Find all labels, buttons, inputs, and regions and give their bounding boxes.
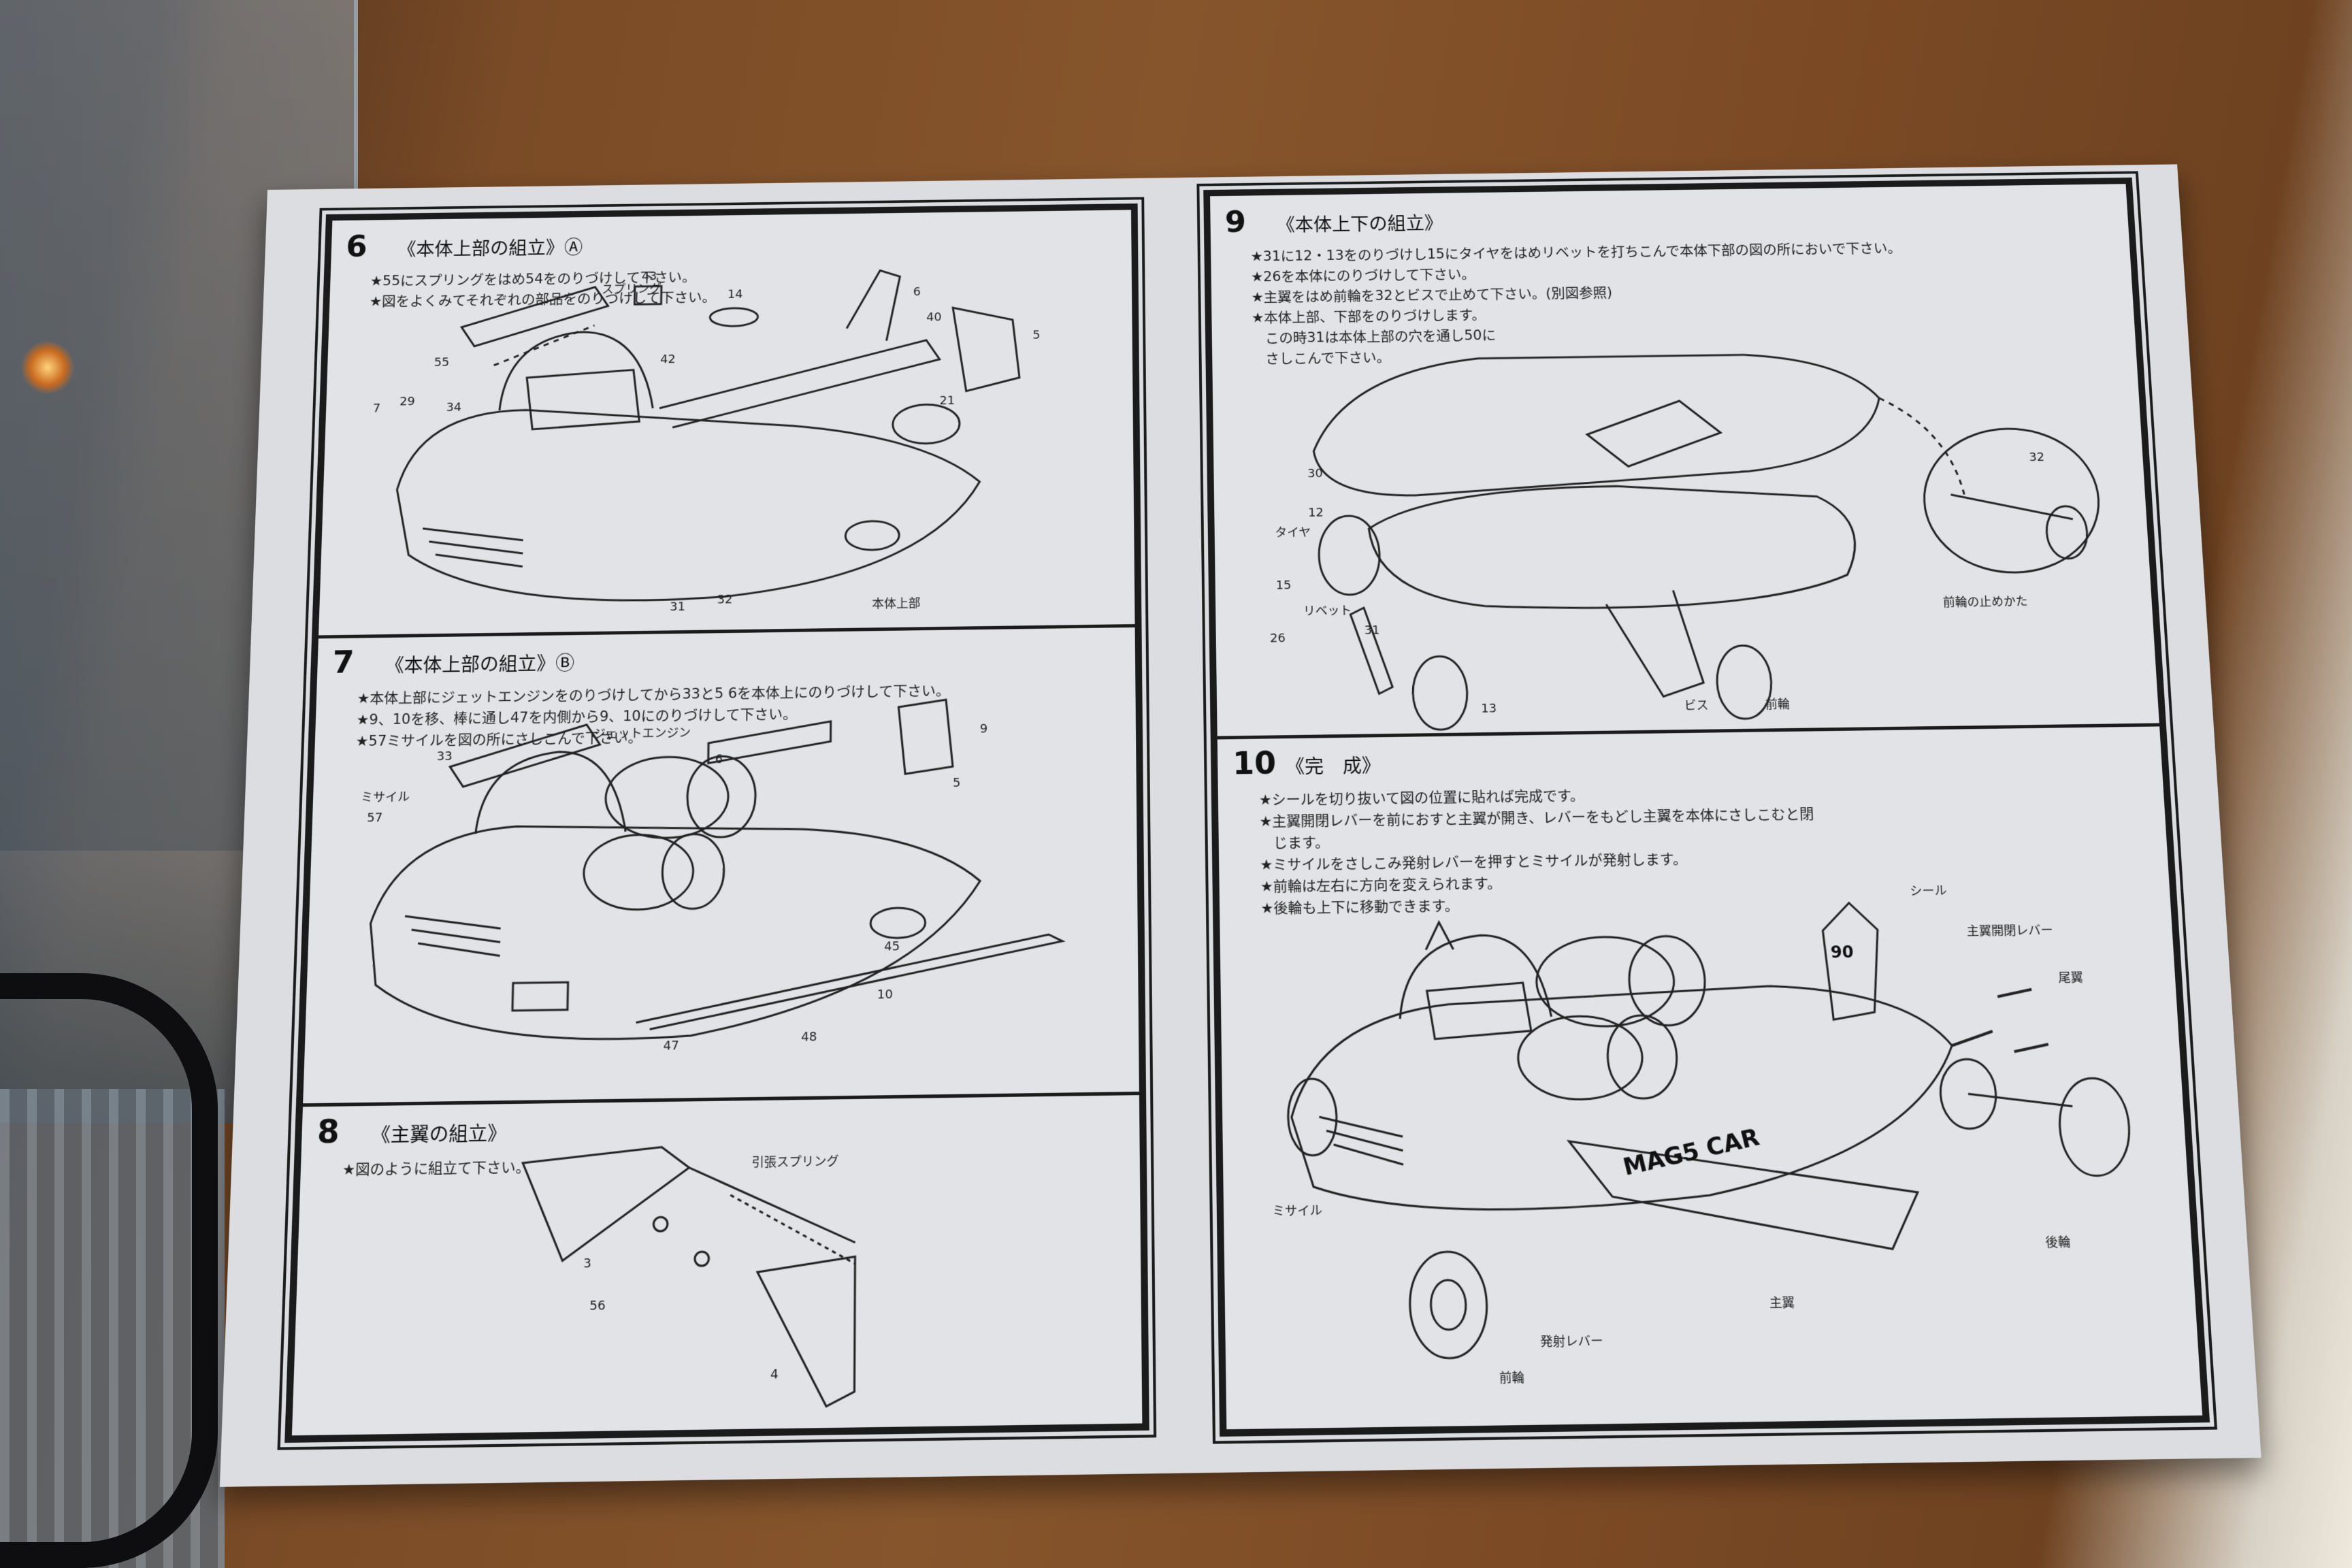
label-7: 7: [372, 402, 380, 416]
label-48: 48: [801, 1030, 817, 1045]
label-31: 31: [1364, 624, 1379, 638]
label-47: 47: [663, 1039, 679, 1054]
label-tire: タイヤ: [1275, 526, 1311, 540]
label-screw: ビス: [1684, 699, 1709, 713]
label-43: 43: [642, 270, 657, 283]
label-29: 29: [399, 395, 415, 409]
label-21: 21: [940, 394, 955, 408]
step-6-diagram: スプリング 本体上部 55 34 29 7 43 14 42 6 40 21 5…: [372, 210, 1041, 614]
label-9: 9: [980, 722, 987, 736]
label-rear-wheel: 後輪: [2045, 1236, 2071, 1251]
label-rivet: リベット: [1303, 604, 1352, 619]
label-4: 4: [770, 1367, 779, 1382]
instruction-sheet: 6 《本体上部の組立》Ⓐ ★55にスプリングをはめ54をのりづけして下さい。 ★…: [219, 164, 2261, 1487]
label-6: 6: [913, 286, 921, 299]
step-9-diagram: タイヤ リベット ビス 前輪 前輪の止めかた 30 12 15 26 31 13…: [1270, 184, 2159, 736]
step-8-diagram: 引張スプリング 3 56 4: [292, 1092, 1142, 1435]
label-body-top: 本体上部: [872, 597, 920, 611]
label-31: 31: [670, 600, 685, 614]
black-ring-object: [0, 973, 218, 1568]
label-spring: スプリング: [602, 282, 662, 296]
right-page: 9 《本体上下の組立》 ★31に12・13をのりづけし15にタイヤをはめリベット…: [1196, 170, 2217, 1443]
label-42: 42: [660, 353, 676, 367]
label-missile: ミサイル: [1272, 1204, 1322, 1219]
label-45: 45: [884, 940, 900, 954]
decal-text: MAG5 CAR: [1620, 1123, 1762, 1181]
label-33: 33: [436, 750, 452, 764]
label-10: 10: [877, 988, 893, 1002]
step-7-diagram: ジェットエンジン ミサイル 33 57 9 6 5 45 10 48 47: [361, 624, 1139, 1054]
label-32: 32: [717, 593, 733, 606]
step-10-diagram: MAG5 CAR 90 シール 主翼開閉レバー 尾翼 ミサイル 発射レバー 主翼…: [1272, 884, 2202, 1386]
label-14: 14: [728, 288, 743, 301]
label-seal-top: シール: [1910, 884, 1947, 898]
step-7: 7 《本体上部の組立》Ⓑ ★本体上部にジェットエンジンをのりづけしてから33と5…: [302, 624, 1139, 1107]
label-front-wheel: 前輪: [1499, 1371, 1525, 1386]
label-34: 34: [446, 401, 461, 414]
label-wing-lever: 主翼開閉レバー: [1966, 924, 2053, 938]
label-5: 5: [953, 777, 960, 790]
label-missile: ミサイル: [361, 791, 410, 805]
label-main-wing: 主翼: [1769, 1296, 1795, 1311]
label-launch-lever: 発射レバー: [1540, 1335, 1603, 1350]
label-front-wheel: 前輪: [1765, 698, 1791, 713]
label-40: 40: [926, 311, 941, 325]
label-55: 55: [434, 356, 450, 370]
label-13: 13: [1481, 702, 1497, 715]
label-6: 6: [715, 753, 723, 766]
label-tail-wing: 尾翼: [2058, 971, 2083, 985]
label-3: 3: [583, 1256, 591, 1271]
label-12: 12: [1308, 506, 1324, 520]
step-6: 6 《本体上部の組立》Ⓐ ★55にスプリングをはめ54をのりづけして下さい。 ★…: [318, 210, 1135, 639]
label-5: 5: [1032, 329, 1040, 342]
step-9: 9 《本体上下の組立》 ★31に12・13をのりづけし15にタイヤをはめリベット…: [1210, 184, 2160, 740]
label-32: 32: [2029, 451, 2045, 464]
label-15: 15: [1276, 579, 1292, 593]
label-pull-spring: 引張スプリング: [751, 1155, 838, 1171]
left-page: 6 《本体上部の組立》Ⓐ ★55にスプリングをはめ54をのりづけして下さい。 ★…: [277, 196, 1157, 1450]
label-56: 56: [589, 1298, 606, 1313]
label-26: 26: [1270, 632, 1286, 645]
label-57: 57: [367, 811, 383, 826]
label-30: 30: [1307, 467, 1323, 480]
label-jet-engine: ジェットエンジン: [593, 726, 691, 741]
step-8: 8 《主翼の組立》 ★図のように組立て下さい。 引張スプリング 3 56 4: [292, 1092, 1142, 1435]
tail-number: 90: [1830, 942, 1854, 962]
light-reflection: [20, 340, 75, 395]
label-front-wheel-fixing: 前輪の止めかた: [1943, 595, 2029, 610]
step-10: 10 《完 成》 ★シールを切り抜いて図の位置に貼れば完成です。 ★主翼開閉レバ…: [1218, 723, 2202, 1430]
